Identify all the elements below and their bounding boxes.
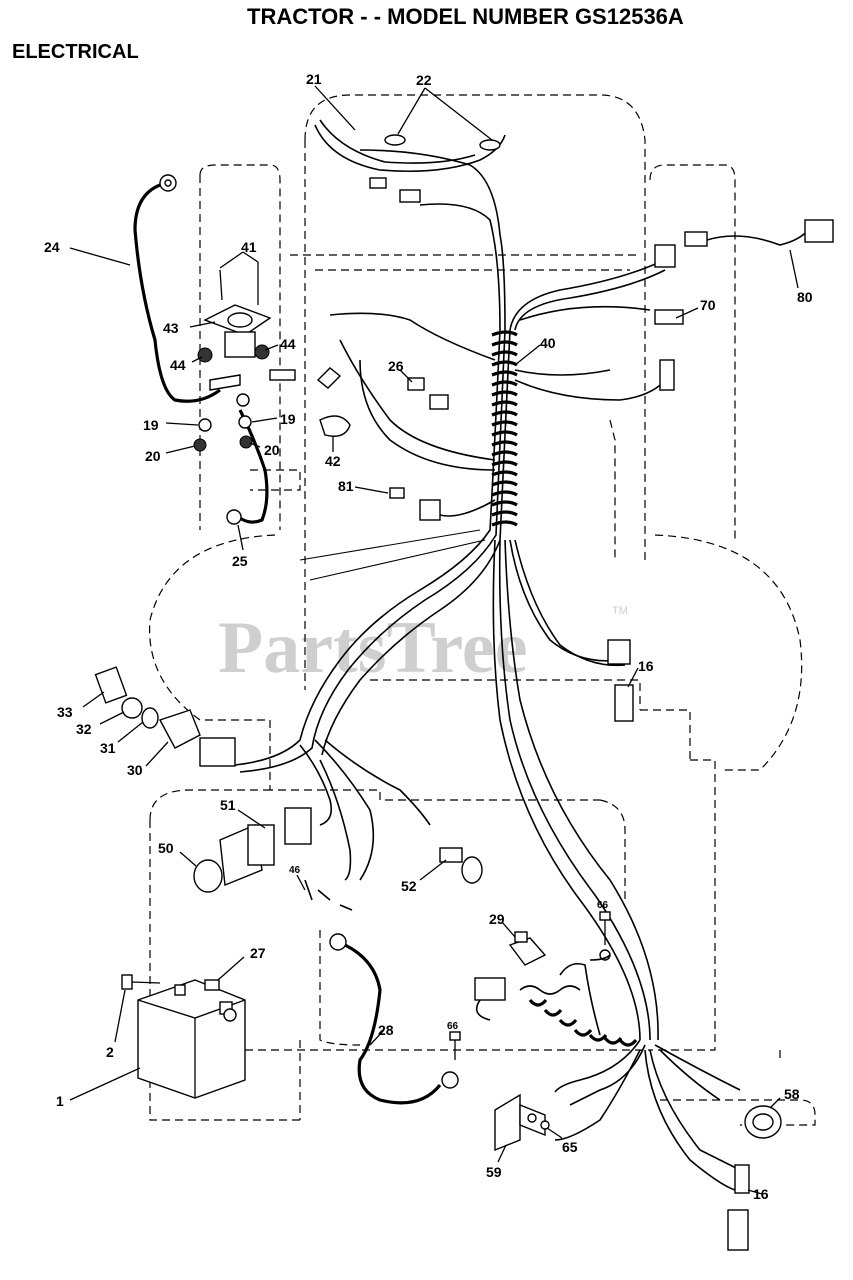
wire-harness — [234, 149, 673, 1041]
callout-66-lower: 66 — [447, 1021, 459, 1032]
part-29-switch — [474, 931, 547, 1021]
callout-31: 31 — [100, 740, 116, 756]
callout-59: 59 — [486, 1164, 502, 1180]
callout-16-lower: 16 — [753, 1186, 769, 1202]
callout-65: 65 — [562, 1139, 578, 1155]
callout-2: 2 — [106, 1044, 114, 1060]
tractor-outline — [148, 94, 816, 1126]
part-27-terminal — [204, 979, 220, 991]
callout-46: 46 — [289, 865, 301, 876]
part-28-battery-cable — [329, 933, 459, 1105]
watermark: PartsTree — [218, 607, 528, 689]
callout-51: 51 — [220, 797, 236, 813]
callout-19-right: 19 — [280, 411, 296, 427]
callout-52: 52 — [401, 878, 417, 894]
watermark-trademark: TM — [612, 605, 628, 617]
callout-50: 50 — [158, 840, 174, 856]
lower-harness — [554, 954, 750, 1251]
callout-29: 29 — [489, 911, 505, 927]
callout-40: 40 — [540, 335, 556, 351]
part-30-ignition-switch — [94, 666, 236, 767]
callout-1: 1 — [56, 1093, 64, 1109]
pto-coil — [519, 985, 638, 1047]
part-24-ground-wire — [133, 174, 221, 403]
part-50-light-switch — [193, 824, 275, 893]
callout-20-left: 20 — [145, 448, 161, 464]
callout-26: 26 — [388, 358, 404, 374]
callout-21: 21 — [306, 71, 322, 87]
callout-22: 22 — [416, 72, 432, 88]
callout-25: 25 — [232, 553, 248, 569]
callout-81: 81 — [338, 478, 354, 494]
part-25-ground-wire — [226, 409, 269, 525]
section-title: ELECTRICAL — [12, 41, 139, 63]
part-22-lights — [314, 119, 506, 203]
callout-58: 58 — [784, 1086, 800, 1102]
callout-80: 80 — [797, 289, 813, 305]
callout-44-left: 44 — [170, 357, 186, 373]
part-43-solenoid — [193, 262, 296, 452]
part-59-bracket — [494, 1093, 550, 1152]
callout-70: 70 — [700, 297, 716, 313]
callout-27: 27 — [250, 945, 266, 961]
callout-43: 43 — [163, 320, 179, 336]
leader-lines — [69, 85, 799, 1195]
part-42-connector — [316, 367, 351, 437]
callout-labels: 21 22 24 41 43 44 44 19 19 20 20 25 26 4… — [44, 71, 813, 1202]
part-58-bulb — [744, 1105, 782, 1139]
callout-32: 32 — [76, 721, 92, 737]
part-16-upper-connector — [607, 639, 634, 722]
callout-16-upper: 16 — [638, 658, 654, 674]
part-66-bolts — [449, 911, 611, 1060]
part-70-connector — [519, 305, 684, 391]
part-81-connector — [389, 487, 441, 521]
callout-33: 33 — [57, 704, 73, 720]
callout-44-right: 44 — [280, 336, 296, 352]
callout-30: 30 — [127, 762, 143, 778]
part-26-connector — [407, 377, 449, 410]
callout-19-left: 19 — [143, 417, 159, 433]
part-80-connector — [654, 219, 834, 268]
callout-66-upper: 66 — [597, 900, 609, 911]
part-2-bolt — [121, 974, 161, 990]
callout-42: 42 — [325, 453, 341, 469]
callout-28: 28 — [378, 1022, 394, 1038]
part-connector-block — [284, 807, 312, 845]
diagram-title: TRACTOR - - MODEL NUMBER GS12536A — [247, 4, 684, 29]
callout-24: 24 — [44, 239, 60, 255]
part-46-terminals — [304, 879, 353, 911]
callout-41: 41 — [241, 239, 257, 255]
part-52-bulb — [439, 847, 483, 884]
harness-coil — [491, 330, 518, 527]
part-1-battery — [137, 979, 246, 1099]
callout-20-right: 20 — [264, 442, 280, 458]
